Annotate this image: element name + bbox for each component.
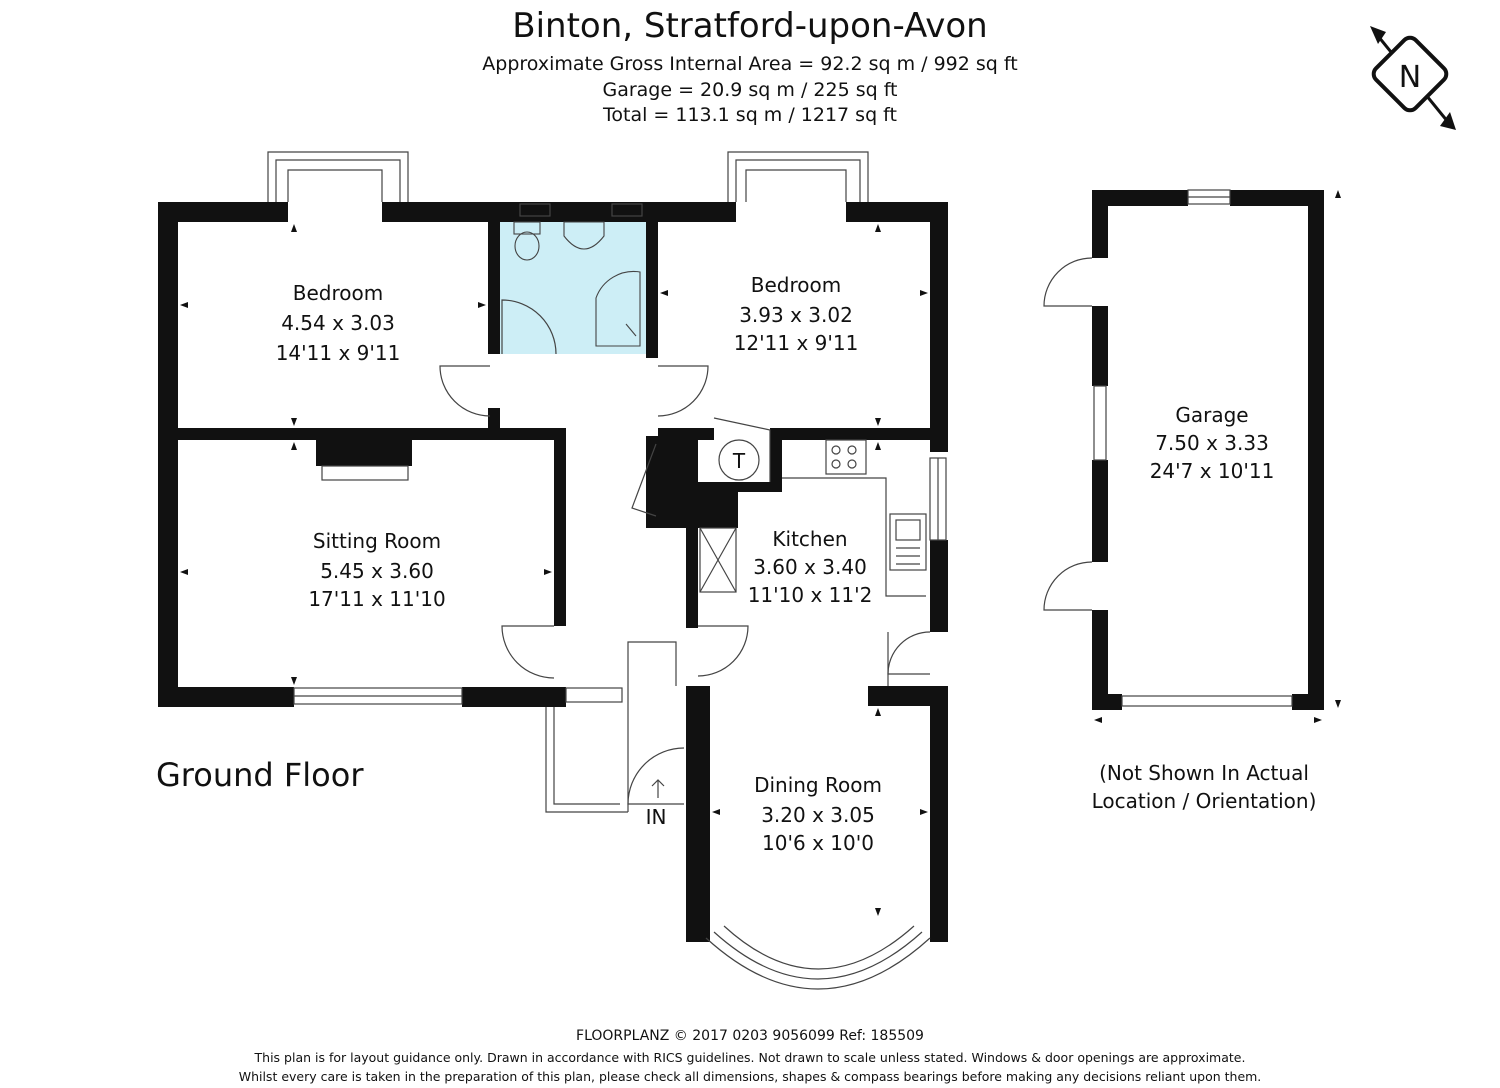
wall bbox=[488, 202, 500, 354]
room-name: Dining Room bbox=[754, 773, 882, 797]
room-imperial: 24'7 x 10'11 bbox=[1150, 459, 1275, 483]
wall bbox=[554, 428, 566, 626]
wall bbox=[158, 202, 288, 222]
wall bbox=[1092, 190, 1108, 258]
wall bbox=[646, 436, 656, 528]
garage-note-line1: (Not Shown In Actual bbox=[1099, 761, 1309, 785]
wall bbox=[1308, 190, 1324, 710]
wall bbox=[1092, 460, 1108, 562]
wall bbox=[462, 687, 566, 707]
gross-area-line: Approximate Gross Internal Area = 92.2 s… bbox=[482, 53, 1018, 75]
room-kitchen: Kitchen 3.60 x 3.40 11'10 x 11'2 bbox=[748, 527, 873, 607]
bathroom-fixtures bbox=[513, 221, 641, 347]
dimension-markers bbox=[180, 190, 1341, 916]
room-imperial: 12'11 x 9'11 bbox=[734, 331, 859, 355]
footer-disclaimer-2: Whilst every care is taken in the prepar… bbox=[238, 1069, 1262, 1084]
wall bbox=[930, 686, 948, 942]
plan-title: Binton, Stratford-upon-Avon bbox=[512, 6, 988, 46]
footer-credits: FLOORPLANZ © 2017 0203 9056099 Ref: 1855… bbox=[576, 1028, 924, 1044]
room-name: Sitting Room bbox=[313, 529, 441, 553]
room-imperial: 11'10 x 11'2 bbox=[748, 583, 873, 607]
wall bbox=[1092, 306, 1108, 386]
wall bbox=[846, 202, 948, 222]
wall bbox=[1092, 694, 1122, 710]
wall bbox=[488, 408, 500, 436]
room-imperial: 10'6 x 10'0 bbox=[762, 831, 874, 855]
wall bbox=[698, 482, 782, 492]
tank-label: T bbox=[732, 449, 746, 473]
compass-north-label: N bbox=[1399, 60, 1421, 95]
wall bbox=[1292, 694, 1324, 710]
wall bbox=[1092, 190, 1188, 206]
doors bbox=[439, 257, 1093, 805]
windows-and-bays bbox=[267, 151, 1293, 990]
garage-area-line: Garage = 20.9 sq m / 225 sq ft bbox=[602, 79, 898, 101]
bathroom-floor bbox=[490, 220, 648, 354]
wall bbox=[930, 540, 948, 632]
room-metric: 5.45 x 3.60 bbox=[320, 559, 434, 583]
wall bbox=[770, 428, 948, 440]
room-garage: Garage 7.50 x 3.33 24'7 x 10'11 bbox=[1150, 403, 1275, 483]
room-metric: 3.93 x 3.02 bbox=[739, 303, 853, 327]
room-metric: 3.60 x 3.40 bbox=[753, 555, 867, 579]
room-name: Bedroom bbox=[751, 273, 841, 297]
room-metric: 3.20 x 3.05 bbox=[761, 803, 875, 827]
room-metric: 7.50 x 3.33 bbox=[1155, 431, 1269, 455]
room-dining: Dining Room 3.20 x 3.05 10'6 x 10'0 bbox=[754, 773, 882, 855]
floor-label: Ground Floor bbox=[156, 756, 364, 794]
wall bbox=[770, 428, 782, 484]
wall bbox=[646, 202, 658, 358]
wall bbox=[930, 202, 948, 452]
wall bbox=[178, 428, 566, 440]
fireplace bbox=[316, 436, 412, 466]
wall bbox=[158, 687, 294, 707]
compass-rose: N bbox=[1370, 26, 1456, 130]
wall bbox=[646, 202, 736, 222]
entrance-label: IN bbox=[646, 805, 667, 829]
total-area-line: Total = 113.1 sq m / 1217 sq ft bbox=[603, 104, 897, 126]
wall bbox=[868, 686, 948, 706]
footer-disclaimer-1: This plan is for layout guidance only. D… bbox=[254, 1050, 1246, 1065]
garage-note-line2: Location / Orientation) bbox=[1092, 789, 1317, 813]
wall bbox=[1092, 610, 1108, 710]
wall bbox=[686, 686, 710, 942]
wall bbox=[1230, 190, 1324, 206]
room-metric: 4.54 x 3.03 bbox=[281, 311, 395, 335]
room-sitting: Sitting Room 5.45 x 3.60 17'11 x 11'10 bbox=[308, 529, 445, 611]
room-imperial: 17'11 x 11'10 bbox=[308, 587, 445, 611]
wall bbox=[382, 202, 650, 222]
walls bbox=[158, 190, 1324, 942]
room-name: Bedroom bbox=[293, 281, 383, 305]
room-name: Kitchen bbox=[772, 527, 847, 551]
room-bedroom-left: Bedroom 4.54 x 3.03 14'11 x 9'11 bbox=[276, 281, 401, 365]
wall bbox=[686, 428, 698, 628]
room-name: Garage bbox=[1175, 403, 1248, 427]
room-imperial: 14'11 x 9'11 bbox=[276, 341, 401, 365]
room-bedroom-right: Bedroom 3.93 x 3.02 12'11 x 9'11 bbox=[734, 273, 859, 355]
wall bbox=[158, 202, 178, 707]
